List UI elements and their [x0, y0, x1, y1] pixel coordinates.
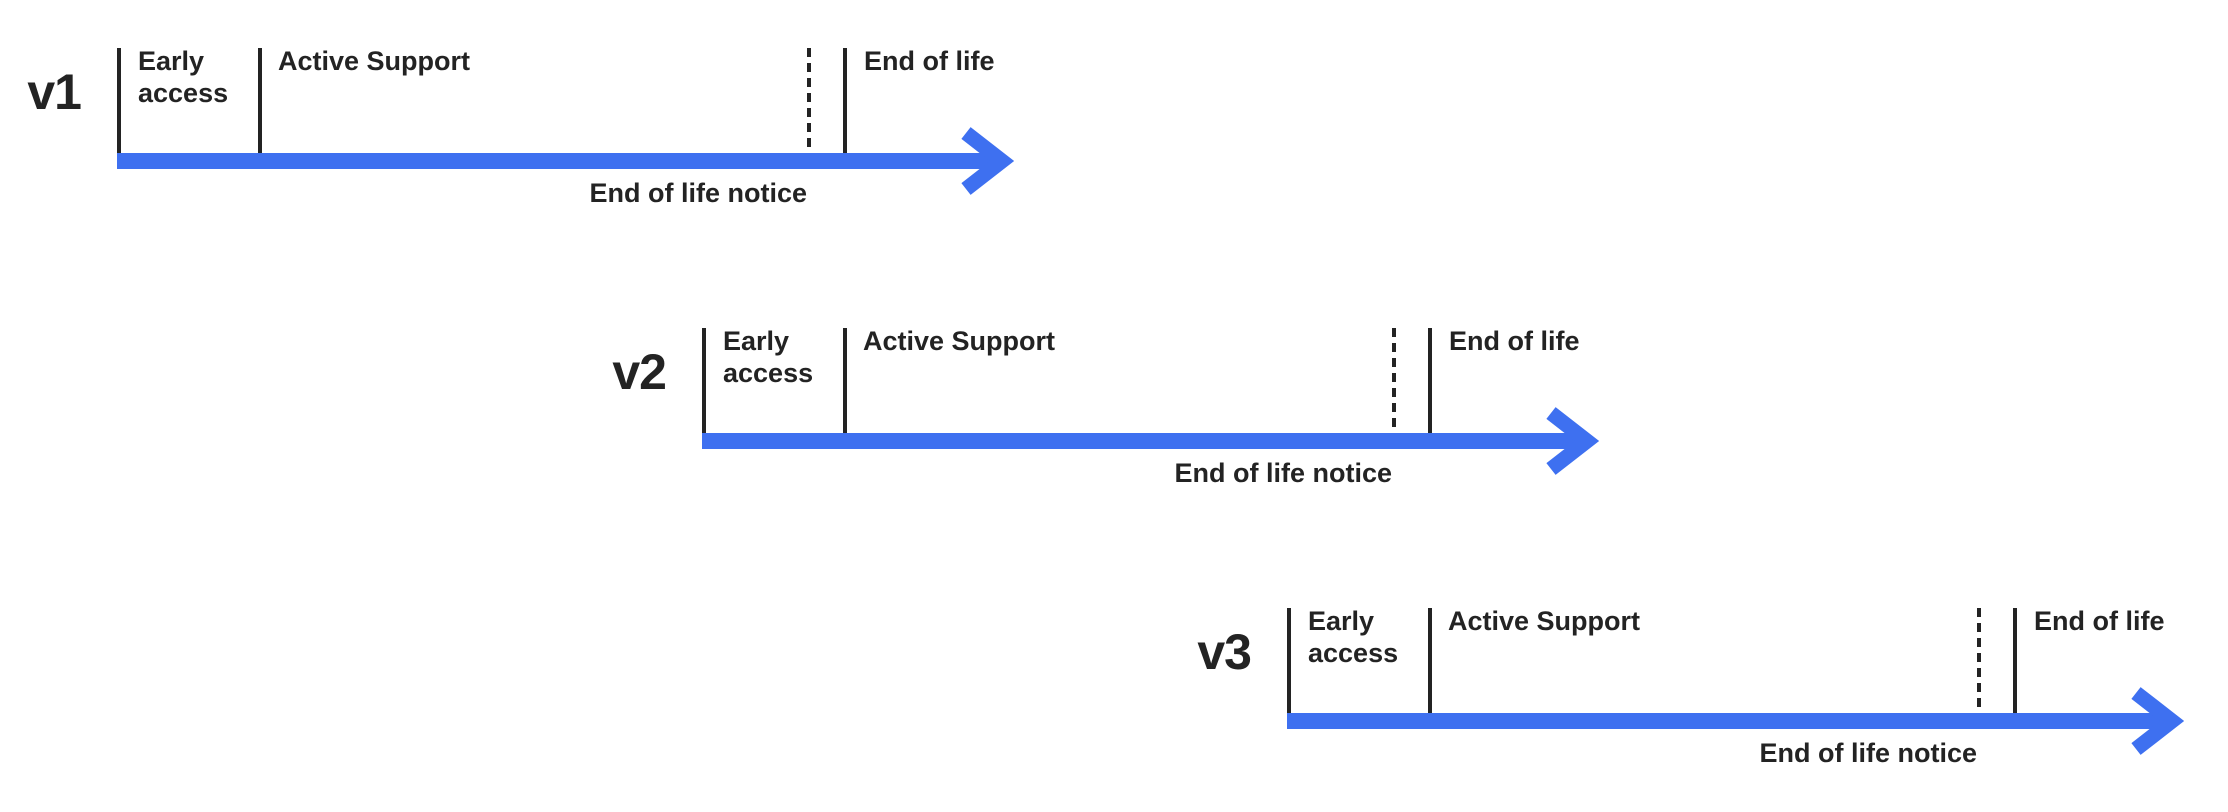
right-chevron-arrowhead-icon	[961, 127, 1014, 195]
timeline-bar	[702, 433, 1578, 449]
end-of-life-label: End of life	[2034, 606, 2165, 636]
early-access-label: Early access	[1308, 606, 1399, 668]
version-label: v2	[612, 344, 667, 400]
timeline-v2: v2 Early access Active Support End of li…	[612, 326, 1632, 503]
end-of-life-label: End of life	[1449, 326, 1580, 356]
active-support-label: Active Support	[1448, 606, 1641, 636]
active-support-label: Active Support	[863, 326, 1056, 356]
early-access-label: Early access	[138, 46, 229, 108]
early-access-start-tick	[702, 328, 706, 433]
early-access-label: Early access	[723, 326, 814, 388]
timeline-v3: v3 Early access Active Support End of li…	[1197, 606, 2217, 783]
version-label: v1	[27, 64, 82, 120]
end-of-life-notice-label: End of life notice	[1759, 738, 1977, 768]
right-chevron-arrowhead-icon	[2131, 687, 2184, 755]
active-support-start-tick	[258, 48, 262, 153]
end-of-life-notice-label: End of life notice	[1174, 458, 1392, 488]
end-of-life-tick	[2013, 608, 2017, 713]
eol-notice-dashed-tick	[1977, 608, 1981, 713]
right-chevron-arrowhead-icon	[1546, 407, 1599, 475]
timeline-bar	[117, 153, 993, 169]
timeline-bar	[1287, 713, 2163, 729]
eol-notice-dashed-tick	[1392, 328, 1396, 433]
end-of-life-tick	[843, 48, 847, 153]
early-access-start-tick	[1287, 608, 1291, 713]
end-of-life-notice-label: End of life notice	[589, 178, 807, 208]
version-label: v3	[1197, 624, 1252, 680]
active-support-label: Active Support	[278, 46, 471, 76]
end-of-life-tick	[1428, 328, 1432, 433]
end-of-life-label: End of life	[864, 46, 995, 76]
early-access-start-tick	[117, 48, 121, 153]
eol-notice-dashed-tick	[807, 48, 811, 153]
active-support-start-tick	[1428, 608, 1432, 713]
timeline-v1: v1 Early access Active Support End of li…	[27, 46, 1047, 223]
active-support-start-tick	[843, 328, 847, 433]
